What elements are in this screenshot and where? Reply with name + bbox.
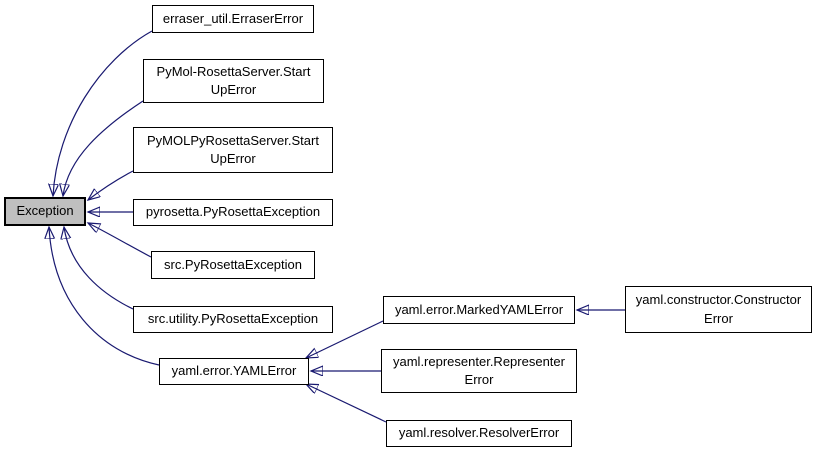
node-yaml-constructor-constructorerror[interactable]: yaml.constructor.Constructor Error — [625, 286, 812, 333]
edge-pymol-to-exception — [63, 100, 144, 196]
node-src-pyrosettaexception[interactable]: src.PyRosettaException — [151, 251, 315, 279]
node-yaml-error-yamlerror[interactable]: yaml.error.YAMLError — [159, 358, 309, 385]
node-pymol-rosettaserver-startuperror[interactable]: PyMol-RosettaServer.Start UpError — [143, 59, 324, 103]
edge-yamlerror-to-exception — [49, 227, 160, 366]
node-src-utility-pyrosettaexception[interactable]: src.utility.PyRosettaException — [133, 306, 333, 333]
node-yaml-resolver-resolvererror[interactable]: yaml.resolver.ResolverError — [386, 420, 572, 447]
edge-srcutil-to-exception — [64, 227, 134, 310]
node-yaml-error-markedyamlerror[interactable]: yaml.error.MarkedYAMLError — [383, 296, 575, 324]
node-yaml-representer-representererror[interactable]: yaml.representer.Representer Error — [381, 349, 577, 393]
edge-resolver-to-yamlerror — [306, 384, 387, 423]
node-erraser-util-erraser-error[interactable]: erraser_util.ErraserError — [152, 5, 314, 33]
edge-srcpy-to-exception — [88, 223, 152, 258]
node-pyrosetta-pyrosettaexception[interactable]: pyrosetta.PyRosettaException — [133, 199, 333, 226]
node-pymolpyrosettaserver-startuperror[interactable]: PyMOLPyRosettaServer.Start UpError — [133, 127, 333, 173]
node-exception: Exception — [4, 197, 86, 226]
edge-pymolpy-to-exception — [88, 170, 134, 200]
